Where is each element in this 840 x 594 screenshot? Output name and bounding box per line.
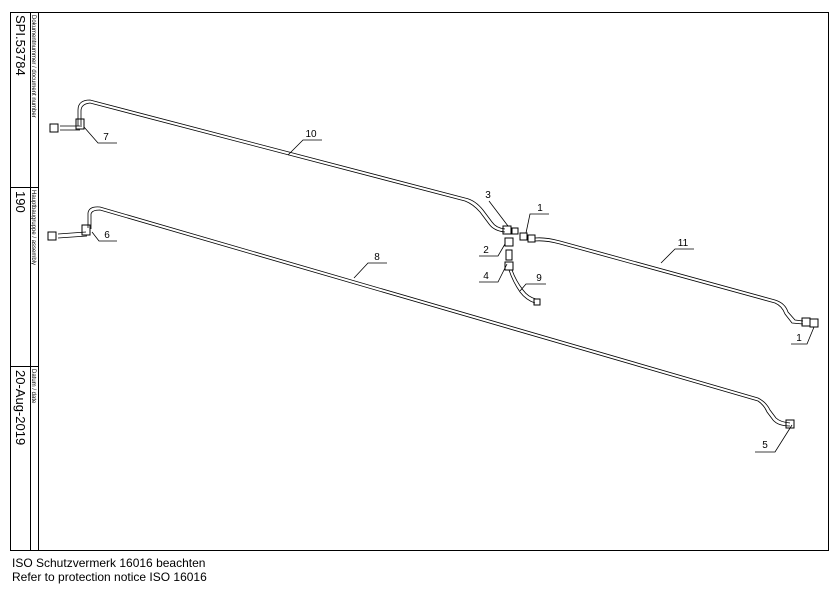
pipe-11 — [534, 237, 819, 328]
callout-11: 11 — [678, 238, 689, 249]
assembly-label: Hauptbaugruppe / assembly — [30, 190, 36, 265]
callout-2: 2 — [483, 245, 489, 256]
date-label: Datum / date — [30, 369, 36, 404]
assembly-number: 190 — [13, 191, 28, 213]
protection-notice-en: Refer to protection notice ISO 16016 — [12, 570, 207, 584]
callout-9: 9 — [536, 273, 542, 284]
pipe-9 — [508, 269, 541, 306]
callout-3: 3 — [485, 190, 491, 201]
leader-lines — [83, 126, 815, 453]
callout-8: 8 — [374, 252, 380, 263]
protection-notice-de: ISO Schutzvermerk 16016 beachten — [12, 556, 206, 570]
document-number: SPI.53784 — [13, 15, 28, 76]
callout-1-top: 1 — [537, 203, 543, 214]
callout-1-bottom: 1 — [796, 333, 802, 344]
callout-4: 4 — [483, 271, 489, 282]
drawing-frame — [10, 12, 829, 551]
date-value: 20-Aug-2019 — [13, 370, 28, 445]
callout-7: 7 — [103, 132, 109, 143]
callout-6: 6 — [104, 230, 110, 241]
callout-5: 5 — [762, 440, 768, 451]
pipe-8 — [47, 206, 795, 429]
junction-fittings — [502, 225, 536, 271]
document-number-label: Dokumentnummer / document number — [30, 15, 36, 118]
callout-10: 10 — [305, 129, 317, 140]
pipe-10 — [49, 99, 506, 233]
